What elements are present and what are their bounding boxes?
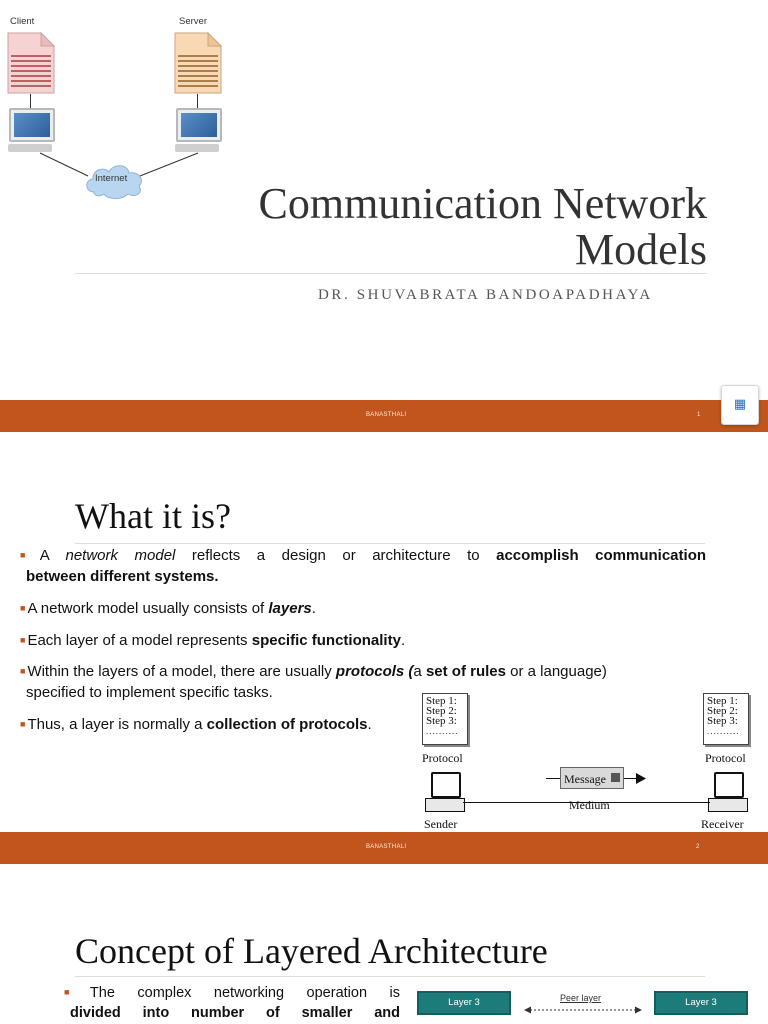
slide-1: Client Server Internet Communication Net…: [0, 0, 768, 432]
bullet-marker: ■: [20, 719, 26, 729]
receiver-protocol-document: Step 1: Step 2: Step 3: ..........: [703, 693, 749, 745]
bullet-1: ■The complex networking operation is: [64, 985, 400, 1001]
receiver-protocol-label: Protocol: [705, 751, 746, 765]
heading-divider: [75, 543, 705, 544]
receiver-label: Receiver: [701, 817, 744, 831]
client-document-icon: [7, 32, 55, 94]
server-computer-icon: [176, 108, 222, 142]
title-line-1: Communication Network: [258, 179, 708, 228]
sender-protocol-document: Step 1: Step 2: Step 3: ..........: [422, 693, 468, 745]
slide-subtitle: DR. SHUVABRATA BANDOAPADHAYA: [318, 287, 653, 303]
bullet-2: ■A network model usually consists of lay…: [20, 600, 316, 617]
internet-label: Internet: [95, 173, 128, 184]
footer-institution: BANASTHALI: [366, 844, 407, 850]
peer-layer-arrow: [524, 1006, 642, 1014]
bullet-4-cont: specified to implement specific tasks.: [26, 684, 273, 701]
slide-3: Concept of Layered Architecture ■The com…: [0, 864, 768, 1024]
bullet-marker: ■: [64, 987, 88, 997]
message-box: Message: [560, 767, 624, 789]
footer-bar: BANASTHALI 2: [0, 832, 768, 864]
bullet-3: ■Each layer of a model represents specif…: [20, 632, 406, 649]
medium-line: [463, 802, 710, 803]
medium-label: Medium: [569, 798, 610, 812]
bullet-marker: ■: [20, 666, 26, 676]
bookmark-icon: ▦: [733, 397, 747, 412]
receiver-computer-icon: [708, 798, 748, 812]
footer-page-number: 2: [696, 844, 700, 850]
title-line-2: Models: [575, 225, 707, 274]
footer-page-number: 1: [697, 412, 701, 418]
layer-3-left: Layer 3: [417, 991, 511, 1015]
client-label: Client: [10, 16, 35, 27]
slide-2: What it is? ■A network model reflects a …: [0, 432, 768, 864]
bookmark-button[interactable]: ▦: [721, 385, 759, 425]
slide-heading: Concept of Layered Architecture: [75, 931, 548, 971]
bullet-4: ■Within the layers of a model, there are…: [20, 663, 607, 680]
slide-heading: What it is?: [75, 496, 231, 536]
sender-protocol-label: Protocol: [422, 751, 463, 765]
bullet-marker: ■: [20, 603, 26, 613]
layer-3-right: Layer 3: [654, 991, 748, 1015]
arrow-right-icon: [636, 773, 646, 784]
client-keyboard-icon: [8, 144, 52, 152]
sender-monitor-icon: [431, 772, 461, 798]
client-connector: [30, 94, 31, 108]
server-connector: [197, 94, 198, 108]
peer-layer-label: Peer layer: [560, 993, 602, 1003]
client-computer-icon: [9, 108, 55, 142]
bullet-marker: ■: [20, 550, 38, 560]
receiver-monitor-icon: [714, 772, 744, 798]
bullet-1: ■A network model reflects a design or ar…: [20, 547, 707, 564]
server-label: Server: [179, 16, 207, 27]
internet-links: [39, 152, 199, 177]
bullet-5: ■Thus, a layer is normally a collection …: [20, 716, 372, 733]
footer-bar: BANASTHALI 1: [0, 400, 768, 432]
slide-title: Communication Network Models: [147, 179, 708, 274]
server-document-icon: [174, 32, 222, 94]
bullet-1-cont: between different systems.: [26, 568, 219, 585]
server-keyboard-icon: [175, 144, 219, 152]
footer-institution: BANASTHALI: [366, 412, 407, 418]
title-divider: [75, 273, 707, 274]
bullet-1-cont: divided into number of smaller and: [70, 1005, 400, 1021]
sender-label: Sender: [424, 817, 458, 831]
bullet-marker: ■: [20, 635, 26, 645]
heading-divider: [75, 976, 705, 977]
cloud-icon: [86, 165, 142, 199]
sender-computer-icon: [425, 798, 465, 812]
message-envelope-icon: [611, 773, 620, 782]
